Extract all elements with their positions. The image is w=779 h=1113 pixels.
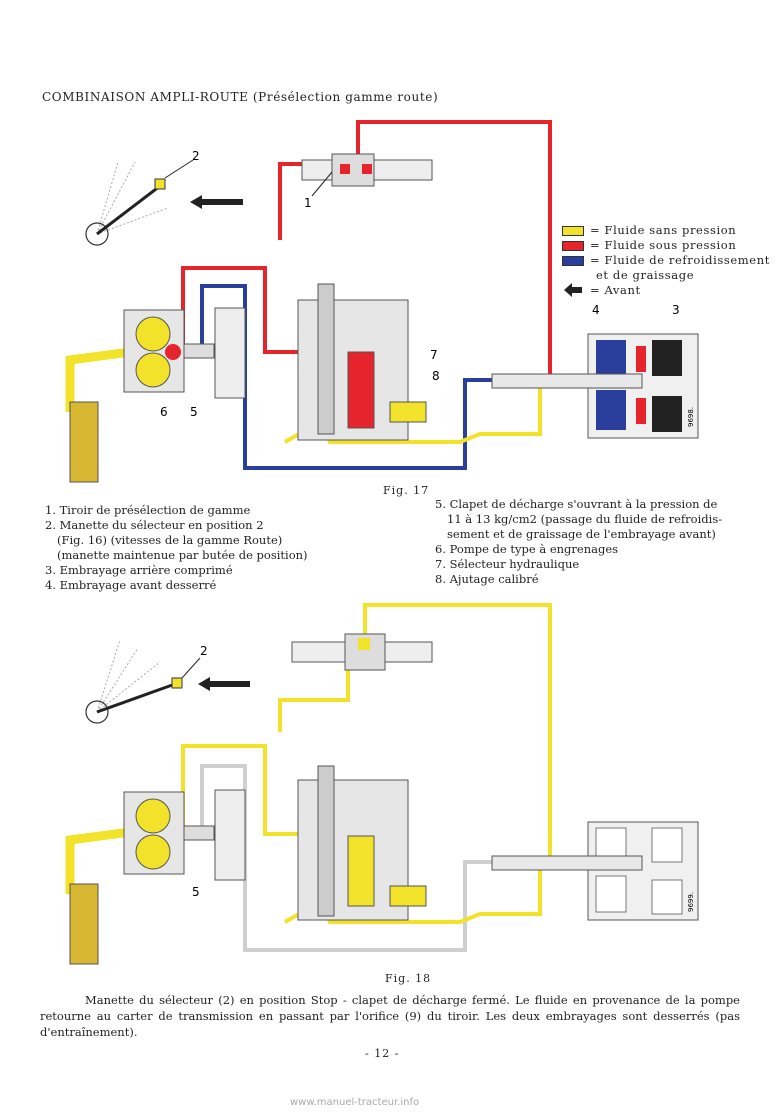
callout-8: 8 — [432, 369, 440, 383]
legend-label-red: = Fluide sous pression — [590, 238, 737, 252]
yellow-swatch — [562, 226, 584, 236]
figure-18-diagram: 9699. 2 5 — [65, 603, 699, 965]
legend-item-2-detail: (Fig. 16) (vitesses de la gamme Route) — [57, 533, 283, 547]
page-number: - 12 - — [365, 1047, 400, 1060]
legend-item-8: 8. Ajutage calibré — [435, 572, 539, 586]
legend-row-arrow: = Avant — [562, 283, 770, 298]
hydraulic-selector — [297, 765, 427, 921]
callout-6: 6 — [160, 405, 168, 419]
callout-5: 5 — [190, 405, 198, 419]
callout-7: 7 — [430, 348, 438, 362]
clutch-unit — [491, 821, 699, 921]
page-title: COMBINAISON AMPLI-ROUTE (Présélection ga… — [42, 90, 439, 104]
preselection-spool — [301, 153, 433, 187]
callout-2: 2 — [192, 149, 200, 163]
selector-lever — [85, 639, 201, 724]
gear-pump — [123, 307, 246, 399]
legend-item-5-cont2: sement et de graissage de l'embrayage av… — [447, 527, 716, 541]
preselection-spool — [291, 633, 433, 671]
callout-1: 1 — [304, 196, 312, 210]
red-swatch — [562, 241, 584, 251]
callout-4: 4 — [592, 303, 600, 317]
forward-arrow-icon — [190, 195, 243, 209]
legend-item-2-note: (manette maintenue par butée de position… — [57, 548, 308, 562]
figure-17-diagram: 9698. 2 1 7 8 6 5 4 3 — [65, 120, 699, 483]
fig18-caption: Manette du sélecteur (2) en position Sto… — [40, 993, 740, 1039]
legend-row-red: = Fluide sous pression — [562, 238, 770, 253]
fig17-legend-right: 5. Clapet de décharge s'ouvrant à la pre… — [435, 497, 770, 587]
legend-label-yellow: = Fluide sans pression — [590, 223, 737, 237]
legend-label-arrow: = Avant — [590, 283, 641, 297]
legend-continuation: et de graissage — [596, 268, 695, 282]
stamp-9699: 9699. — [687, 892, 695, 912]
fig17-legend-left: 1. Tiroir de présélection de gamme 2. Ma… — [45, 503, 385, 593]
legend-item-3: 3. Embrayage arrière comprimé — [45, 563, 233, 577]
hydraulic-selector — [297, 283, 427, 441]
color-legend: = Fluide sans pression = Fluide sous pre… — [562, 223, 770, 298]
legend-item-2: 2. Manette du sélecteur en position 2 — [45, 518, 264, 532]
legend-item-1: 1. Tiroir de présélection de gamme — [45, 503, 251, 517]
clutch-unit — [491, 333, 699, 439]
legend-item-7: 7. Sélecteur hydraulique — [435, 557, 580, 571]
fig17-label: Fig. 17 — [383, 484, 430, 497]
gear-pump — [123, 789, 246, 881]
blue-swatch — [562, 256, 584, 266]
legend-row-yellow: = Fluide sans pression — [562, 223, 770, 238]
legend-label-blue: = Fluide de refroidissement — [590, 253, 770, 267]
callout-3: 3 — [672, 303, 680, 317]
stamp-9698: 9698. — [687, 407, 695, 427]
selector-lever — [85, 159, 194, 246]
legend-item-6: 6. Pompe de type à engrenages — [435, 542, 619, 556]
legend-item-4: 4. Embrayage avant desserré — [45, 578, 217, 592]
callout-5: 5 — [192, 885, 200, 899]
legend-item-5: 5. Clapet de décharge s'ouvrant à la pre… — [435, 497, 718, 511]
legend-item-5-cont: 11 à 13 kg/cm2 (passage du fluide de ref… — [447, 512, 723, 526]
callout-2: 2 — [200, 644, 208, 658]
fig18-label: Fig. 18 — [385, 972, 432, 985]
watermark: www.manuel-tracteur.info — [290, 1097, 420, 1108]
arrow-left-icon — [562, 283, 584, 297]
legend-row-blue: = Fluide de refroidissement — [562, 253, 770, 268]
forward-arrow-icon — [198, 677, 250, 691]
